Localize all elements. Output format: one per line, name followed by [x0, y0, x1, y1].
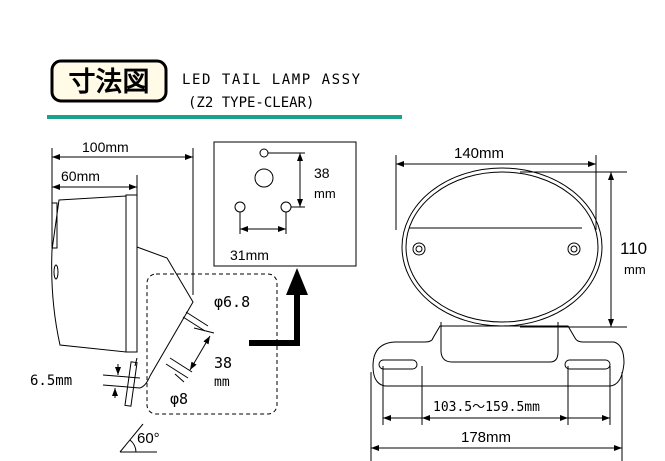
lamp-body: [51, 195, 127, 353]
detail-callout-box: [146, 273, 278, 415]
arrow-up-icon: [249, 268, 308, 346]
lamp-lens-outer: [401, 167, 603, 327]
overall-depth-label: 100mm: [82, 139, 129, 155]
inset-vertical-label: 38: [314, 165, 330, 181]
angle-label: 60°: [137, 430, 160, 447]
bracket-thickness-label: 6.5mm: [30, 373, 72, 389]
lamp-lens-inner: [405, 171, 599, 323]
screw-left: [412, 242, 426, 256]
overall-width-label: 178mm: [461, 429, 511, 446]
slot-range-label: 103.5～159.5mm: [433, 400, 540, 415]
accent-rule: [47, 115, 402, 119]
license-bracket: [372, 325, 625, 387]
title: LED TAIL LAMP ASSY: [182, 72, 361, 88]
mount-hole-inset: 38 mm 31mm: [213, 141, 357, 346]
width-label: 140mm: [454, 145, 504, 162]
side-view: 100mm 60mm 6.5mm φ6.8 38 mm φ8 60°: [30, 139, 278, 453]
badge-label: 寸法図: [69, 67, 150, 97]
slot-right: [564, 359, 611, 370]
body-depth-label: 60mm: [61, 168, 100, 184]
large-hole-diameter-label: φ8: [170, 390, 188, 408]
inset-box: [213, 141, 357, 267]
slot-left: [378, 359, 418, 370]
inset-horizontal-label: 31mm: [230, 247, 269, 263]
height-label: 110: [620, 239, 647, 258]
front-view: 140mm 110 mm 103.5～159.5mm 178mm: [370, 145, 647, 461]
badge-box: [50, 59, 168, 103]
hole-spacing-label: 38: [214, 354, 232, 372]
header: 寸法図 LED TAIL LAMP ASSY (Z2 TYPE-CLEAR): [47, 59, 402, 119]
hole-spacing-unit: mm: [214, 375, 230, 390]
lamp-flange: [125, 194, 138, 353]
lamp-stay: [136, 246, 194, 389]
small-hole-diameter-label: φ6.8: [214, 293, 250, 311]
height-unit: mm: [624, 262, 646, 277]
inset-vertical-unit: mm: [314, 186, 336, 201]
screw-right: [567, 242, 581, 256]
subtitle: (Z2 TYPE-CLEAR): [188, 95, 314, 111]
angle-marker: [119, 423, 157, 453]
mount-bracket: [124, 361, 138, 407]
